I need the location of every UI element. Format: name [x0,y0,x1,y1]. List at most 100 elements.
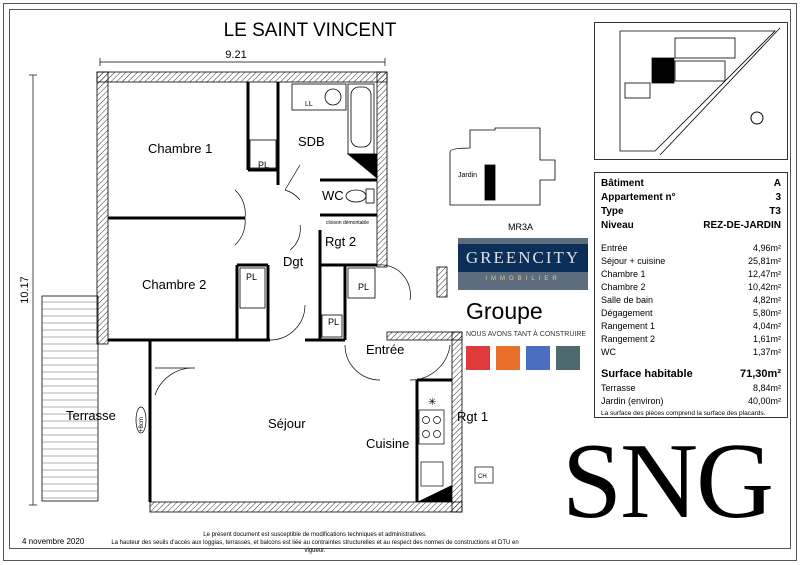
surface-label: Salle de bain [601,295,654,305]
total-value: 71,30m² [740,368,781,380]
color-square [466,346,490,370]
room-chambre2: Chambre 2 [142,277,206,292]
step-label: +8cm [139,417,145,432]
closet-label: PL [328,317,339,327]
extra-label: Terrasse [601,383,636,393]
disclaimer-line-2: La hauteur des seuils d'accès aux loggia… [111,540,519,554]
surface-row: Dégagement 5,80m² [595,307,787,320]
interior-walls [108,82,452,502]
color-square [496,346,520,370]
surface-label: Dégagement [601,308,653,318]
surface-value: 12,47m² [747,269,781,279]
bathtub [346,83,378,179]
surface-row: Entrée 4,96m² [595,242,787,255]
greencity-logo: GREENCITY IMMOBILIER [458,238,588,290]
stair-triangle [417,485,452,502]
step-marker [135,406,147,434]
room-chambre1: Chambre 1 [148,141,212,156]
compass-icon [750,111,764,125]
closet-label: PL [246,272,257,282]
page-frame [3,3,797,561]
info-row-batiment: Bâtiment A [595,177,787,191]
surface-row: WC 1,37m² [595,346,787,359]
surface-label: Chambre 1 [601,269,646,279]
toilet [345,188,375,204]
document-date: 4 novembre 2020 [22,537,85,546]
info-row-appartement: Appartement n° 3 [595,191,787,205]
extra-row: Terrasse 8,84m² [595,382,787,395]
room-wc: WC [322,188,344,203]
terrasse-deck [41,295,99,502]
room-terrasse: Terrasse [66,408,116,423]
closet-label: PL [358,282,369,292]
room-cuisine: Cuisine [366,436,409,451]
surface-label: Rangement 1 [601,321,656,331]
surface-label: WC [601,347,616,357]
color-square [556,346,580,370]
tagline: NOUS AVONS TANT À CONSTRUIRE [466,331,587,338]
info-label: Appartement n° [601,192,676,203]
extra-label: Jardin (environ) [601,396,664,406]
surface-label: Entrée [601,243,628,253]
page-title: LE SAINT VINCENT [223,20,397,41]
surface-note: La surface des pièces comprend la surfac… [601,410,766,417]
extra-value: 40,00m² [747,396,781,406]
width-label: 9.21 [225,49,246,61]
surface-value: 5,80m² [752,308,781,318]
surface-value: 1,61m² [752,334,781,344]
disclaimer-line-1: Le présent document est susceptible de m… [203,532,427,538]
info-row-type: Type T3 [595,205,787,219]
surface-row: Chambre 1 12,47m² [595,268,787,281]
boiler [474,466,494,484]
floor-plan: 9.21 10.17 [19,49,556,513]
room-sejour: Séjour [268,416,306,431]
info-value: A [773,178,781,189]
surface-value: 4,82m² [752,295,781,305]
surface-label: Rangement 2 [601,334,656,344]
height-label: 10.17 [19,276,31,304]
room-rgt2: Rgt 2 [325,234,356,249]
cloison-label: cloison démontable [326,220,369,226]
info-label: Type [601,206,624,217]
info-label: Niveau [601,220,634,231]
kitchen-hood-icon: ✳ [428,397,436,408]
room-dgt: Dgt [283,254,304,269]
room-sdb: SDB [298,134,325,149]
info-value: T3 [769,206,781,217]
extra-row: Jardin (environ) 40,00m² [595,395,787,408]
greencity-sub: IMMOBILIER [485,276,561,282]
key-plan-jardin: Jardin [458,172,477,179]
info-row-niveau: Niveau REZ-DE-JARDIN [595,219,787,233]
room-rgt1: Rgt 1 [457,409,488,424]
surface-value: 4,96m² [752,243,781,253]
extra-value: 8,84m² [752,383,781,393]
key-plan [449,127,556,206]
color-square [526,346,550,370]
site-map [594,22,788,160]
groupe-logo-text: Groupe [466,298,543,324]
door-swings [154,164,451,396]
surface-value: 10,42m² [747,282,781,292]
info-value: 3 [775,192,781,203]
washbasin [291,83,347,111]
disclaimer: Le présent document est susceptible de m… [110,531,520,555]
ll-label: LL [305,101,313,108]
page-inner-frame [9,9,791,549]
info-value: REZ-DE-JARDIN [703,220,781,231]
exterior-walls [96,71,463,513]
width-dimension [99,58,386,66]
ch-label: CH [478,474,487,480]
greencity-name: GREENCITY [458,244,588,272]
info-label: Bâtiment [601,178,644,189]
plan-code: MR3A [508,222,534,232]
sng-logo: SNG [562,422,774,541]
surface-value: 1,37m² [752,347,781,357]
room-entree: Entrée [366,342,404,357]
surface-value: 25,81m² [747,256,781,266]
height-dimension [29,74,37,506]
